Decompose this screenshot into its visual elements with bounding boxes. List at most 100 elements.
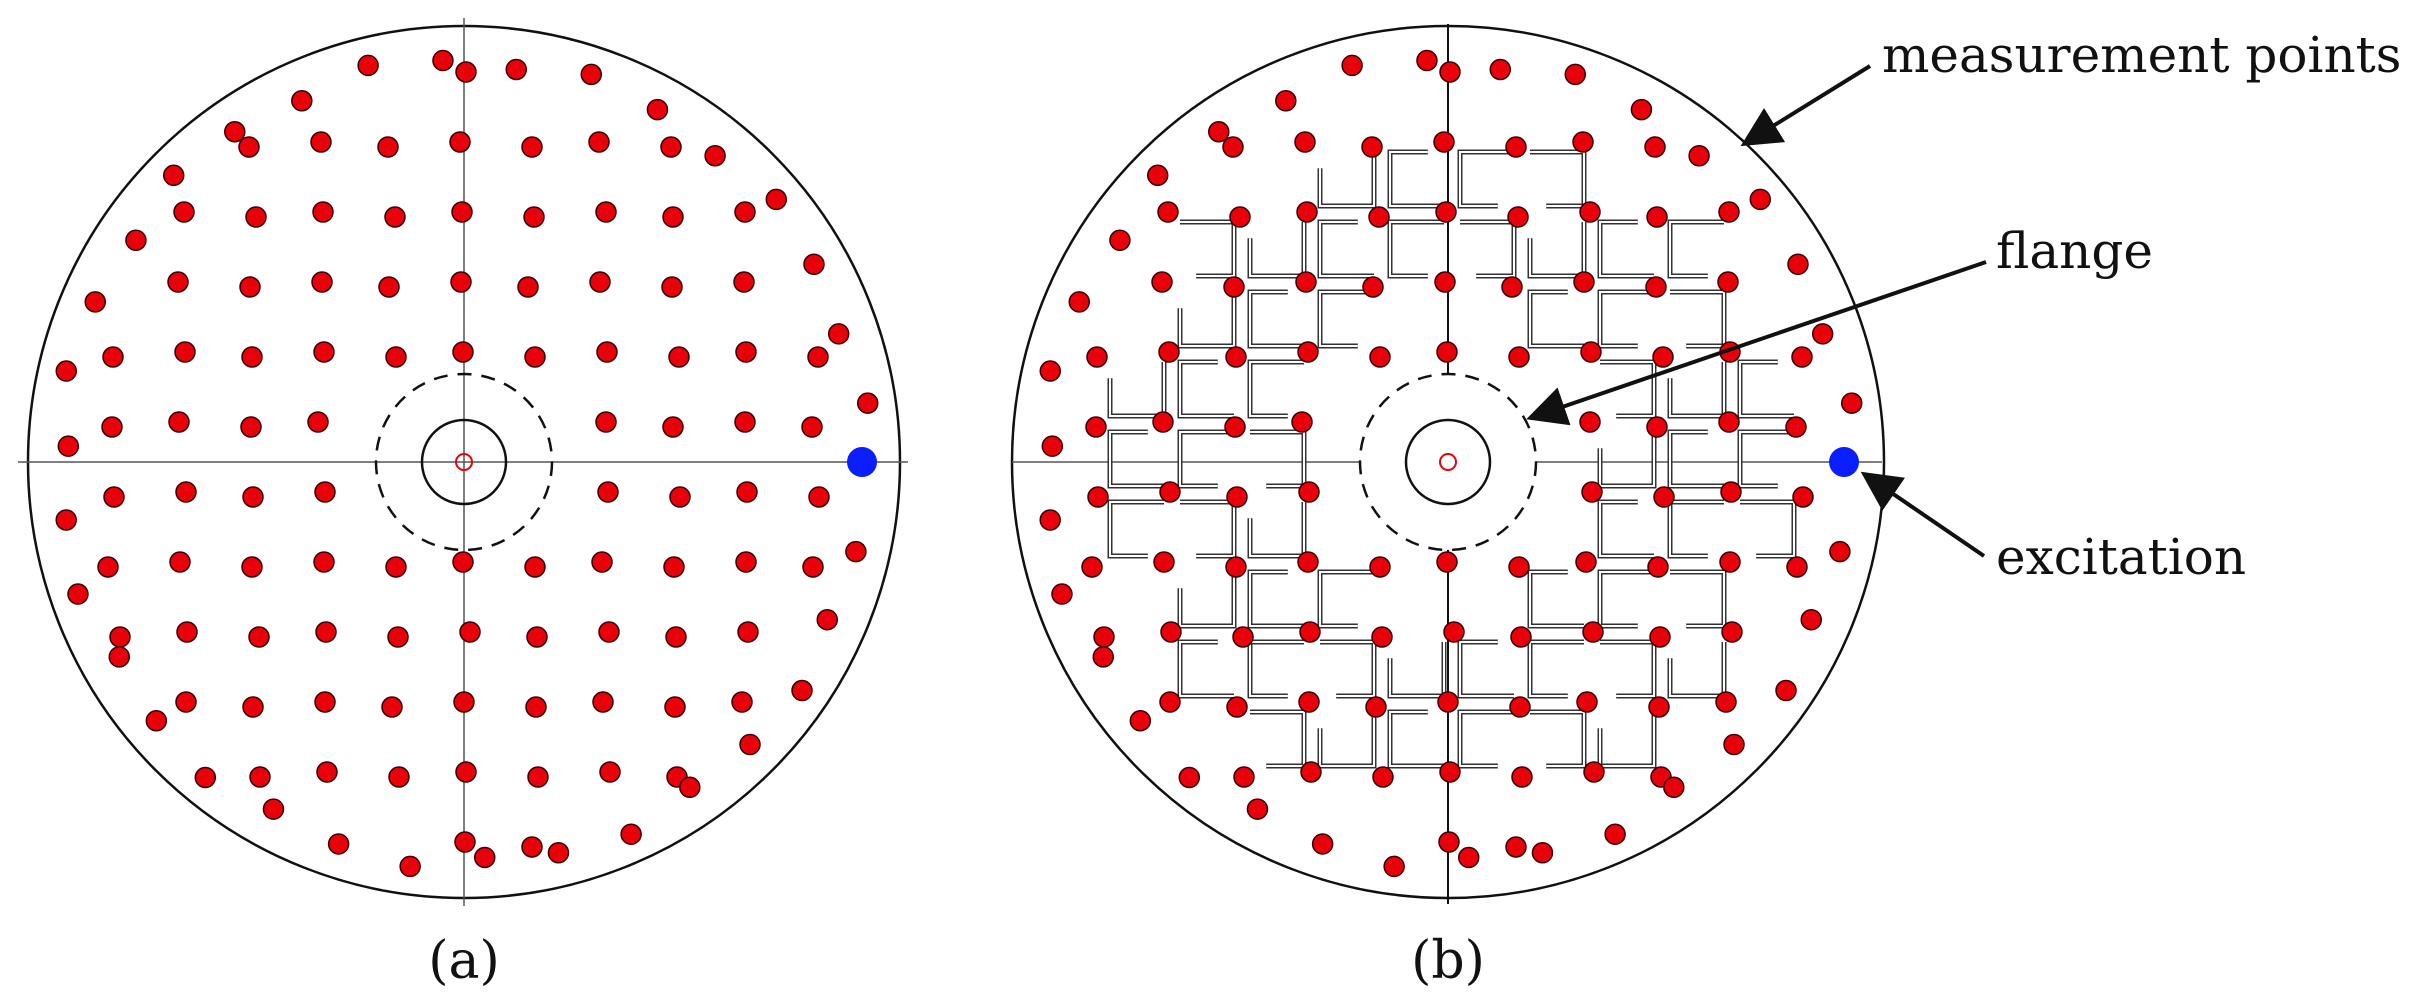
measurement-point [327,833,350,855]
measurement-point [1311,833,1334,855]
measurement-point [1226,696,1248,718]
measurement-point [432,49,454,72]
measurement-point [597,481,619,503]
measurement-point [55,360,78,382]
measurement-point [1341,54,1363,77]
measurement-point [1093,626,1115,648]
slot-resonator [1740,501,1795,557]
slot-resonator [1179,361,1234,417]
excitation-point [847,447,877,477]
measurement-point [1159,481,1181,503]
slot-resonator [1670,289,1727,349]
measurement-point [101,416,123,438]
slot-resonator [1250,711,1305,767]
measurement-point [310,131,332,153]
measurement-point [591,551,613,573]
slot-resonator [1109,501,1164,557]
measurement-point [1792,486,1814,508]
measurement-point [313,551,335,573]
measurement-point [241,556,263,578]
measurement-point [1369,556,1391,578]
slot-resonator [1530,151,1585,207]
measurement-point [1232,626,1254,648]
measurement-point [169,551,191,573]
measurement-point [1368,206,1390,228]
slot-resonator [1457,639,1514,699]
measurement-point [1222,136,1244,158]
measurement-point [145,709,168,732]
measurement-point [241,346,263,368]
measurement-point [168,411,190,433]
measurement-point [377,136,399,158]
hub-outline [420,418,508,506]
measurement-point [1085,416,1107,438]
slot-resonator [1250,709,1307,769]
slot-resonator [1109,431,1164,487]
slot-resonator [1529,571,1584,627]
measurement-point [1372,766,1394,788]
slot-resonator [1530,149,1587,209]
measurement-point [262,798,285,820]
measurement-point [526,626,548,648]
slot-resonator [1597,712,1657,769]
slot-resonator [1600,361,1655,417]
measurement-point [765,188,788,211]
slot-resonator [1737,429,1794,489]
measurement-point [1663,776,1685,799]
measurement-point [249,766,271,788]
measurement-point [1581,481,1603,503]
slot-resonator [1249,502,1305,557]
measurement-point [291,89,313,112]
measurement-point [1579,201,1601,223]
slot-resonator [1387,219,1444,279]
measurement-points-a [55,49,879,878]
slot-resonator [1599,221,1654,277]
measurement-point [646,98,669,121]
measurement-point [174,341,196,363]
slot-resonator [1177,292,1237,349]
measurement-point [547,841,570,864]
measurement-point [1652,346,1674,368]
measurement-point [1649,626,1671,648]
slot-resonator [1670,569,1727,629]
measurement-point [1648,696,1670,718]
measurement-point [1829,540,1851,563]
slot-resonator [1317,289,1374,349]
measurement-point [55,509,77,531]
measurement-point [1507,206,1529,228]
measurement-point [1295,271,1317,293]
measurement-point [803,253,825,275]
measurement-point [1646,416,1668,438]
measurement-point [1505,836,1527,858]
panel-a: (a) [18,18,908,991]
slot-resonator [1177,359,1234,419]
measurement-point [1436,551,1458,573]
measurement-point [314,481,336,503]
measurement-point [1508,346,1530,368]
measurement-point [1153,551,1175,573]
measurement-point [451,201,473,223]
measurement-point [1068,291,1091,313]
center-hole [1439,453,1457,471]
measurement-point [1786,556,1808,578]
measurement-point [1717,271,1739,293]
measurement-point [248,626,270,648]
measurement-point [1365,696,1387,718]
metamaterial-slots [1107,149,1797,769]
measurement-point [521,836,543,858]
measurement-point [194,766,217,789]
measurement-point [167,271,189,293]
measurement-point [1275,89,1297,112]
slot-resonator [1317,219,1374,279]
measurement-point [1109,229,1131,251]
measurement-point [1644,136,1666,158]
measurement-point [385,556,407,578]
slot-resonator [1600,359,1657,419]
measurement-point [801,416,823,438]
slot-resonator [1387,149,1444,209]
slot-resonator [1319,152,1375,207]
measurement-point [67,583,89,605]
measurement-point [660,136,682,158]
slot-resonator [1529,222,1585,277]
